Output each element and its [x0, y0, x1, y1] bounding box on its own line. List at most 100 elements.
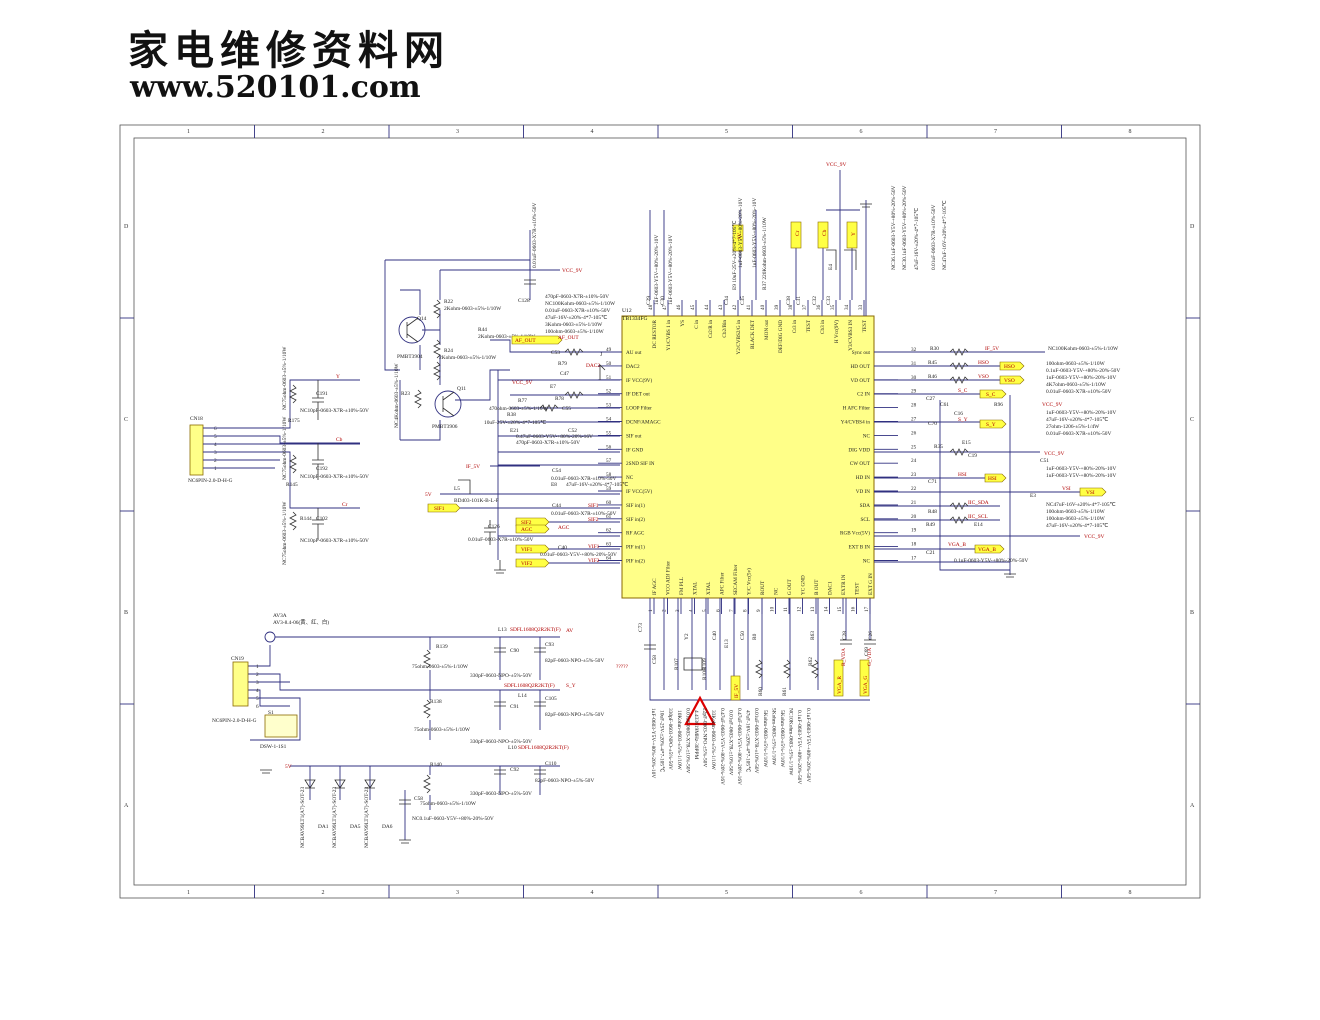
chip-pin-num: 22	[911, 486, 917, 492]
chip-pin-num: 62	[606, 528, 612, 534]
r24-ref: R24	[444, 348, 453, 354]
r23-val: NC4Kohm-0603-±5%-1/10W	[394, 362, 400, 428]
chip-pin-name: IF DET out	[626, 392, 650, 398]
right-part-ref: C21	[926, 550, 935, 556]
c47-ref: C47	[560, 371, 569, 377]
chip-pin-name: SDA	[860, 503, 871, 509]
if-note: 470ohm-0603-±5%-1/10W	[489, 406, 549, 412]
chip-pin-num: 49	[606, 347, 612, 353]
r-vda-net: R_VDA	[841, 648, 847, 666]
svg-text:AGC: AGC	[521, 527, 533, 533]
chip-pin-num: 30	[911, 375, 917, 381]
chip-pin-num: 13	[810, 606, 816, 612]
q14-ref: Q14	[417, 316, 427, 322]
r79-ref: R79	[558, 361, 567, 367]
chip-body	[621, 315, 875, 599]
chip-pin-num: 40	[760, 304, 766, 310]
if-note: 470pF-0603-X7R-±10%-50V	[516, 440, 580, 446]
top-wires	[649, 170, 872, 316]
diode-ref: DA1	[318, 824, 329, 830]
chip-bottom-note: 5Kohm-0603-±5%-1/10W	[779, 710, 785, 768]
chip-pin-name: MON out	[764, 319, 770, 340]
c52-ref: C52	[568, 428, 577, 434]
chip-pin-num: 21	[911, 500, 917, 506]
right-note: 1uF-0603-Y5V-+80%-20%-10V	[1046, 466, 1116, 472]
diode-part: NCBAV99LT1(A7)-SOT-23	[331, 786, 338, 848]
sif1-tag: SIF1	[427, 503, 461, 513]
vcc9-pin51: VCC_9V	[512, 380, 532, 386]
chip-bottom-part-ref: C58	[652, 655, 658, 664]
top-cap-val: 1uF-0603-Y5V-+80%-20%-10V	[668, 235, 674, 305]
bottom-cap-ref: C105	[545, 696, 557, 702]
chip-pin-num: 2	[662, 609, 668, 612]
r78-ref: R78	[555, 396, 564, 402]
right-note: 100ohm-0603-±5%-1/10W	[1046, 516, 1106, 522]
grid-row-left: B	[124, 610, 128, 616]
chip-pin-num: 28	[911, 403, 917, 409]
chip-pin-name: B OUT	[814, 579, 820, 595]
chip-pin-name: NC	[863, 559, 871, 565]
chip-pin-name: C in	[694, 320, 700, 329]
chip-pin-num: 12	[797, 606, 803, 612]
right-part-ref: R48	[928, 509, 937, 515]
right-note: 27ohm-1206-±5%-1/4W	[1046, 424, 1100, 430]
chip-pin-name: Y3/CVBS3 IN	[848, 320, 854, 351]
vcc9-right-2: VCC_9V	[1044, 451, 1064, 457]
chip-pin-num: 9	[756, 609, 762, 612]
c126-ref: C126	[488, 524, 500, 530]
c55-ref: C55	[562, 406, 571, 412]
e21-ref: E21	[510, 428, 519, 434]
5v-left: 5V	[425, 492, 432, 498]
agc-tag: AGC	[515, 524, 550, 534]
net-av-bottom: AV	[566, 628, 573, 634]
chip-pin-name: SIF out	[626, 433, 642, 439]
vga-g-tag: VGA_G	[863, 676, 869, 694]
chip-pin-num: 38	[788, 304, 794, 310]
if-note: 470pF-0603-X7R-±10%-50V	[545, 294, 609, 300]
right-part-ref: C70	[928, 421, 937, 427]
chip-bottom-part-ref: C50	[740, 631, 746, 640]
chip-bottom-note: 5Kohm-0603-±5%-1/10W	[770, 708, 776, 766]
vga-r-tag: VGA_R	[837, 676, 843, 694]
chip-pin-num: 18	[911, 542, 917, 548]
tag-cr: Cr	[790, 221, 802, 249]
chip-pin-name: NC	[626, 475, 634, 481]
tag-cb: Cb	[817, 221, 829, 249]
right-part-ref: E15	[962, 440, 971, 446]
grid-col-bottom: 5	[725, 890, 728, 896]
top-cap-val: 1uF-0603-Y5V-+80%-20%-10V	[738, 198, 744, 268]
net-y: Y	[336, 374, 340, 380]
chip-pin-num: 1	[648, 609, 654, 612]
s-y-net: S_Y	[958, 417, 968, 423]
grid-col-top: 8	[1129, 129, 1132, 135]
chip-pin-num: 47	[662, 304, 668, 310]
if5v-bottom-tag: IF_5V	[734, 684, 740, 698]
chip-pin-num: 17	[911, 556, 917, 562]
chip-bottom-part-ref: R63	[810, 631, 816, 640]
grid-row-left: D	[124, 224, 129, 230]
cn18-body	[189, 424, 204, 476]
chip-pin-name: VCO ADJ Filter	[666, 561, 672, 595]
cn18-part: NC6PIN-2.0-D-H-G	[188, 478, 233, 484]
sif2-net: SIF2	[588, 517, 599, 523]
c191-val: NC10pF-0603-X7R-±10%-50V	[300, 408, 369, 414]
sif2-tag: SIF2	[515, 517, 550, 527]
right-part-ref: C51	[1040, 458, 1049, 464]
chip-pin-num: 6	[716, 609, 722, 612]
r23-ref: R23	[401, 391, 410, 397]
net-cr: Cr	[342, 502, 348, 508]
grid-col-bottom: 7	[994, 890, 997, 896]
chip-part: TB1334FG	[622, 316, 648, 322]
chip-bottom-note: 0.01uF-0603-X7R-±10%-50V	[753, 708, 759, 774]
r138-ref: R138	[430, 699, 442, 705]
vso-tag: VSO	[1004, 378, 1015, 384]
chip-pin-name: IF GND	[626, 447, 643, 453]
right-note: 100ohm-0603-±5%-1/10W	[1046, 361, 1106, 367]
right-note: 0.01uF-0603-X7R-±10%-50V	[1046, 389, 1112, 395]
q11-part: PMBT3906	[432, 424, 458, 430]
chip-pin-num: 10	[770, 606, 776, 612]
grid-col-top: 3	[456, 129, 459, 135]
vga-b-net: VGA_B	[948, 542, 966, 548]
chip-pin-name: RF AGC	[626, 531, 645, 537]
